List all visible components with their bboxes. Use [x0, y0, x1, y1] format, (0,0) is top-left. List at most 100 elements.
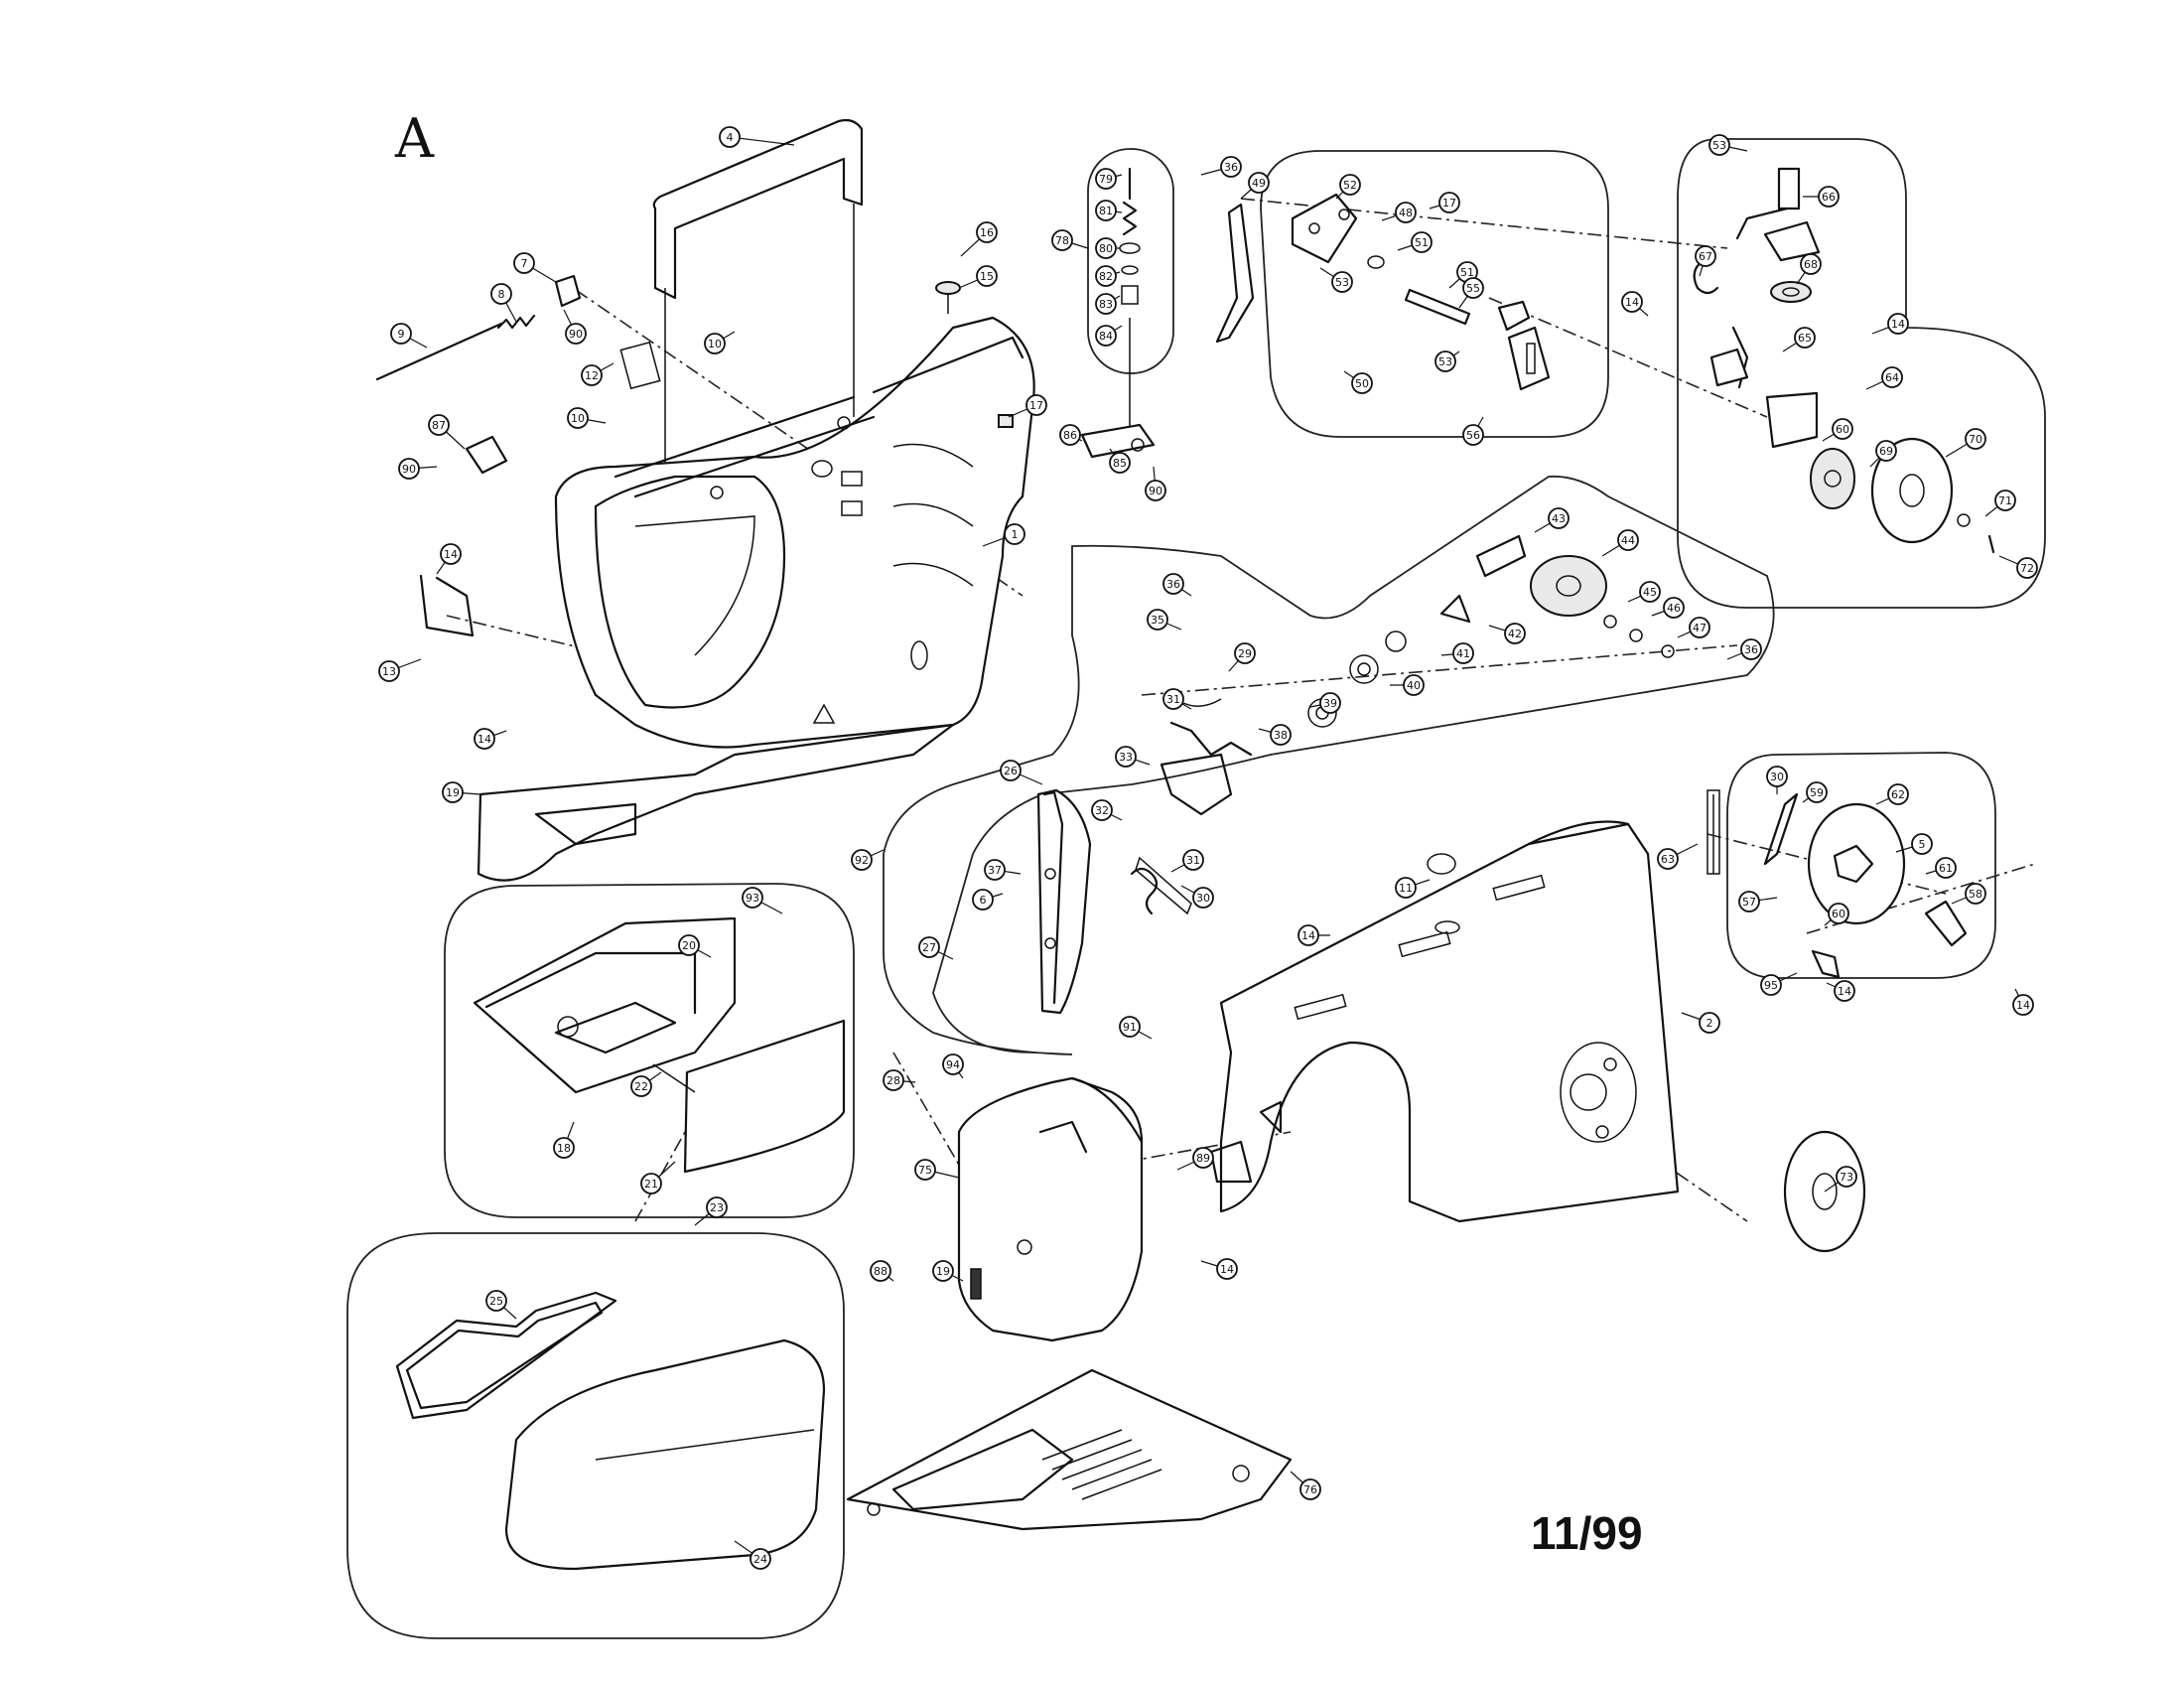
- callout-circle: [984, 859, 1006, 881]
- callout-circle: [1935, 857, 1957, 879]
- callout-label: 17: [1029, 399, 1043, 412]
- callout-circle: [1395, 202, 1417, 223]
- group-outline-thread-guide: [1260, 150, 1609, 438]
- callout-circle: [1965, 428, 1986, 450]
- callout-label: 42: [1508, 628, 1522, 640]
- group-outline-hand-wheel: [1726, 752, 1996, 979]
- callout-circle: [1836, 1166, 1857, 1188]
- callout-label: 6: [980, 894, 987, 907]
- part-callout: 81: [1095, 200, 1123, 221]
- part-callout: 63: [1657, 843, 1699, 870]
- callout-label: 45: [1643, 586, 1657, 599]
- callout-label: 32: [1095, 804, 1109, 817]
- part-callout: 6: [972, 889, 1004, 911]
- thread-guide-parts: [1215, 193, 1551, 391]
- callout-label: 14: [1301, 929, 1315, 942]
- callout-circle: [1766, 766, 1788, 787]
- part-callout: 5: [1895, 833, 1933, 855]
- callout-circle: [1220, 156, 1242, 178]
- part-callout: 60: [1822, 418, 1853, 442]
- part-callout: 7: [513, 252, 557, 283]
- callout-label: 88: [874, 1265, 887, 1278]
- part-callout: 68: [1796, 253, 1822, 285]
- hand-wheel-parts: [1706, 789, 1968, 1253]
- part-callout: 85: [1109, 448, 1131, 474]
- callout-circle: [565, 323, 587, 345]
- callout-label: 36: [1224, 161, 1238, 174]
- callout-circle: [640, 1173, 662, 1194]
- page-code: 11/99: [1531, 1507, 1643, 1559]
- callout-circle: [1297, 924, 1319, 946]
- callout-label: 92: [855, 854, 869, 867]
- callout-circle: [1548, 507, 1570, 529]
- callout-label: 5: [1919, 838, 1926, 851]
- callout-circle: [1216, 1258, 1238, 1280]
- part-callout: 31: [1162, 688, 1192, 710]
- callout-label: 93: [746, 892, 759, 905]
- callout-circle: [1182, 849, 1204, 871]
- callout-circle: [1000, 760, 1022, 781]
- part-callout: 89: [1176, 1147, 1214, 1171]
- group-outline-cover: [346, 1232, 845, 1639]
- callout-label: 41: [1456, 647, 1470, 660]
- part-callout: 87: [428, 414, 466, 450]
- callout-circle: [428, 414, 450, 436]
- callout-circle: [1091, 799, 1113, 821]
- callout-label: 18: [557, 1142, 571, 1155]
- part-callout: 38: [1258, 724, 1292, 746]
- callout-label: 85: [1113, 457, 1127, 470]
- callout-circle: [1351, 372, 1373, 394]
- part-callout: 95: [1760, 972, 1798, 996]
- callout-circle: [1965, 883, 1986, 905]
- callout-circle: [1621, 291, 1643, 313]
- callout-label: 63: [1661, 853, 1675, 866]
- part-callout: 14: [1871, 313, 1909, 335]
- callout-label: 51: [1460, 266, 1474, 279]
- part-callout: 19: [932, 1260, 964, 1282]
- part-callout: 50: [1343, 370, 1373, 394]
- part-callout: 30: [1180, 885, 1214, 909]
- callout-circle: [1657, 848, 1679, 870]
- callout-label: 27: [922, 941, 936, 954]
- base-plate-part: [846, 1368, 1293, 1531]
- callout-label: 49: [1252, 177, 1266, 190]
- bed-tray-part: [473, 916, 846, 1174]
- callout-circle: [581, 364, 603, 386]
- callout-circle: [1887, 313, 1909, 335]
- callout-circle: [1095, 265, 1117, 287]
- callout-circle: [1119, 1016, 1141, 1038]
- callout-label: 2: [1706, 1017, 1713, 1030]
- callout-circle: [553, 1137, 575, 1159]
- callout-circle: [1663, 597, 1685, 619]
- callout-label: 13: [382, 665, 396, 678]
- callout-circle: [398, 458, 420, 480]
- callout-circle: [1145, 480, 1166, 501]
- callout-label: 61: [1939, 862, 1953, 875]
- callout-circle: [1738, 891, 1760, 912]
- part-callout: 48: [1381, 202, 1417, 223]
- callout-circle: [851, 849, 873, 871]
- part-callout: 73: [1824, 1166, 1857, 1193]
- callout-label: 79: [1099, 173, 1113, 186]
- callout-circle: [1004, 523, 1025, 545]
- group-outline-bed-parts: [444, 883, 855, 1218]
- part-callout: 53: [1319, 267, 1353, 293]
- callout-circle: [1059, 424, 1081, 446]
- part-callout: 41: [1440, 642, 1474, 664]
- part-callout: 42: [1488, 623, 1526, 644]
- callout-label: 19: [936, 1265, 950, 1278]
- callout-label: 31: [1166, 693, 1180, 706]
- tension-parts: [1036, 534, 1675, 1015]
- main-body-part: [1209, 820, 1680, 1223]
- part-callout: 17: [1429, 192, 1460, 213]
- callout-label: 25: [489, 1295, 503, 1308]
- part-callout: 24: [734, 1540, 771, 1570]
- callout-label: 80: [1099, 242, 1113, 255]
- callout-label: 73: [1840, 1171, 1853, 1184]
- part-callout: 75: [914, 1159, 960, 1181]
- group-outline-thread-tension: [883, 475, 1775, 1055]
- callout-label: 83: [1099, 298, 1113, 311]
- group-outline-presser-rod: [1087, 148, 1174, 374]
- callout-circle: [1051, 229, 1073, 251]
- callout-label: 57: [1742, 896, 1756, 909]
